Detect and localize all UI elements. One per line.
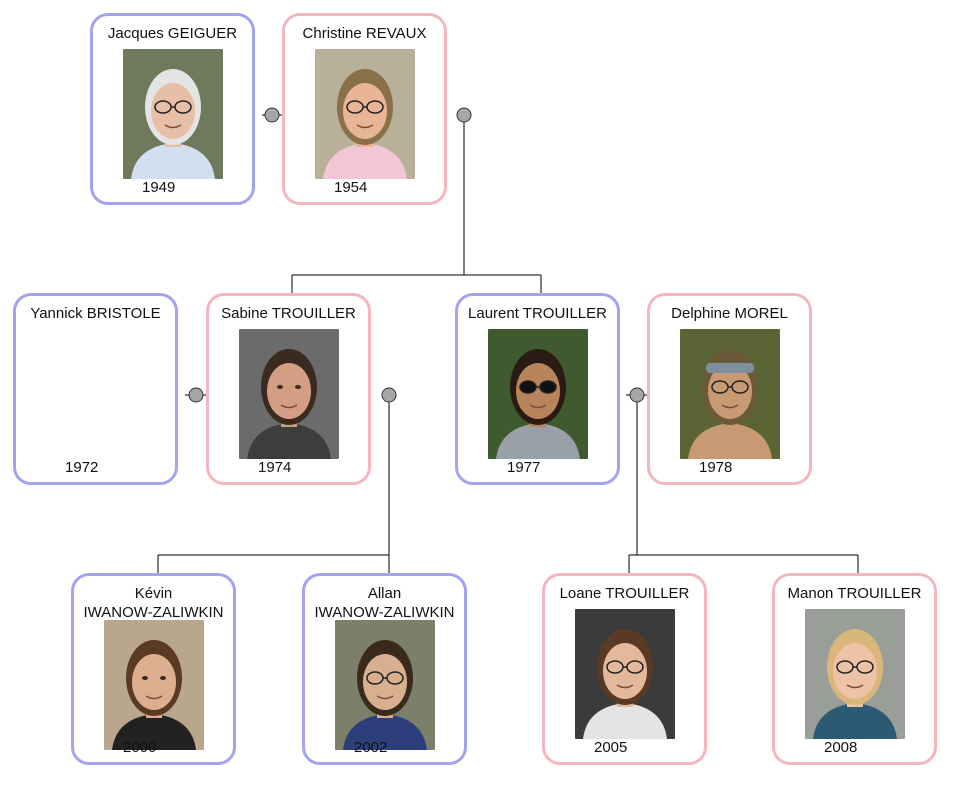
person-photo (103, 620, 204, 750)
person-photo (804, 609, 905, 739)
person-name: Manon TROUILLER (787, 585, 922, 602)
person-birth-year: 1978 (699, 459, 733, 476)
person-name-line: Allan (367, 585, 402, 602)
person-photo (679, 329, 780, 459)
person-photo (574, 609, 675, 739)
portrait-image (574, 609, 675, 739)
portrait-image (487, 329, 588, 459)
person-card-jacques-geiguer[interactable]: Jacques GEIGUER 1949 (90, 13, 255, 205)
person-name: Sabine TROUILLER (221, 305, 356, 322)
union-dot-jacques-christine (264, 107, 280, 123)
person-card-delphine-morel[interactable]: Delphine MOREL 1978 (647, 293, 812, 485)
person-name-line: IWANOW-ZALIWKIN (83, 604, 224, 621)
portrait-image (314, 49, 415, 179)
person-photo (334, 620, 435, 750)
person-birth-year: 1974 (258, 459, 292, 476)
portrait-image (804, 609, 905, 739)
portrait-image (103, 620, 204, 750)
person-name: Allan IWANOW-ZALIWKIN (305, 584, 464, 622)
portrait-image (334, 620, 435, 750)
person-birth-year: 1954 (334, 179, 368, 196)
person-birth-year: 2005 (594, 739, 628, 756)
person-card-yannick-bristole[interactable]: Yannick BRISTOLE 1972 (13, 293, 178, 485)
union-dot-sabine-children (381, 387, 397, 403)
person-birth-year: 1972 (65, 459, 99, 476)
person-name: Jacques GEIGUER (107, 25, 238, 42)
person-card-sabine-trouiller[interactable]: Sabine TROUILLER 1974 (206, 293, 371, 485)
person-card-allan-iwanow-zaliwkin[interactable]: Allan IWANOW-ZALIWKIN 2002 (302, 573, 467, 765)
union-dot-yannick-sabine (188, 387, 204, 403)
person-birth-year: 2008 (824, 739, 858, 756)
portrait-image (122, 49, 223, 179)
person-card-manon-trouiller[interactable]: Manon TROUILLER 2008 (772, 573, 937, 765)
person-name: Yannick BRISTOLE (30, 305, 161, 322)
person-name-line: IWANOW-ZALIWKIN (314, 604, 455, 621)
person-card-loane-trouiller[interactable]: Loane TROUILLER 2005 (542, 573, 707, 765)
person-card-laurent-trouiller[interactable]: Laurent TROUILLER 1977 (455, 293, 620, 485)
union-dot-christine-children (456, 107, 472, 123)
portrait-image (679, 329, 780, 459)
person-name: Kévin IWANOW-ZALIWKIN (74, 584, 233, 622)
person-birth-year: 1949 (142, 179, 176, 196)
person-card-kevin-iwanow-zaliwkin[interactable]: Kévin IWANOW-ZALIWKIN 2000 (71, 573, 236, 765)
person-card-christine-revaux[interactable]: Christine REVAUX 1954 (282, 13, 447, 205)
person-name: Christine REVAUX (302, 25, 427, 42)
person-birth-year: 1977 (507, 459, 541, 476)
person-name-line: Kévin (134, 585, 173, 602)
person-photo (487, 329, 588, 459)
person-photo (122, 49, 223, 179)
person-birth-year: 2002 (354, 739, 388, 756)
person-name: Delphine MOREL (671, 305, 788, 322)
person-birth-year: 2000 (123, 739, 157, 756)
person-name: Laurent TROUILLER (468, 305, 607, 322)
union-dot-laurent-delphine (629, 387, 645, 403)
portrait-image (238, 329, 339, 459)
person-name: Loane TROUILLER (559, 585, 690, 602)
person-photo (238, 329, 339, 459)
person-photo (314, 49, 415, 179)
